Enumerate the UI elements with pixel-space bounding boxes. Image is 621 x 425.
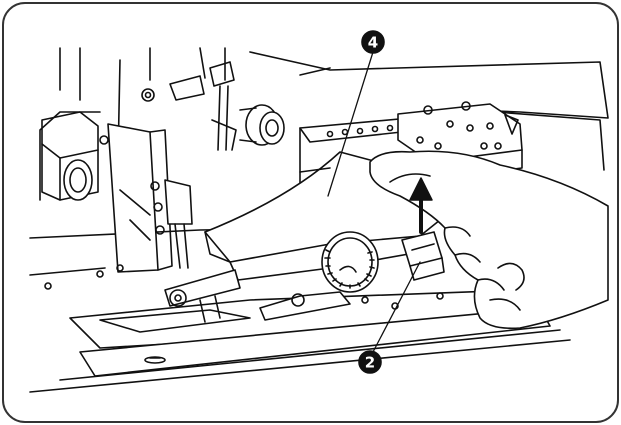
- leader-line-4: [327, 51, 374, 197]
- callout-2: 2: [358, 350, 382, 374]
- leader-line-2: [372, 261, 421, 353]
- feed-dial: [321, 231, 379, 293]
- lower-mechanism: [164, 269, 351, 323]
- vertical-plate: [107, 123, 173, 273]
- lift-arrow: [409, 177, 433, 234]
- callout-4-label: 4: [368, 34, 378, 52]
- lever-knob: [401, 231, 445, 281]
- tension-knob: [239, 104, 285, 146]
- left-block: [41, 111, 109, 201]
- clamp-plates: [29, 264, 571, 393]
- callout-4: 4: [361, 30, 385, 54]
- needle-bar-assembly: [141, 61, 237, 269]
- callout-2-label: 2: [365, 354, 375, 372]
